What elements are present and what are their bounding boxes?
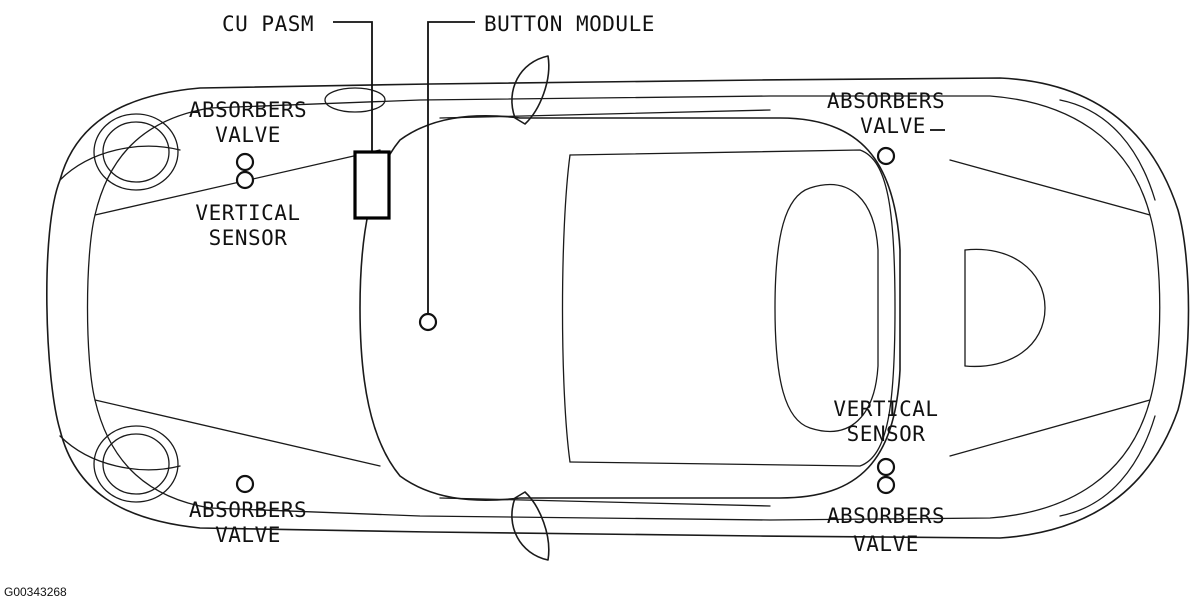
labels: CU PASM BUTTON MODULE ABSORBERS VALVE VE… xyxy=(4,12,945,599)
button-module-label: BUTTON MODULE xyxy=(484,12,655,36)
front-left-valve-label-line1: ABSORBERS xyxy=(189,98,307,122)
leader-lines xyxy=(333,21,945,314)
rear-left-valve-label-line1: ABSORBERS xyxy=(189,498,307,522)
rear-right-sensor-label-line2: SENSOR xyxy=(847,422,926,446)
front-right-valve-label-line2: VALVE xyxy=(860,114,926,138)
rear-right-valve-label-line2: VALVE xyxy=(853,532,919,556)
car-body-outline xyxy=(46,77,1190,539)
front-left-valve-label-line2: VALVE xyxy=(215,123,281,147)
rear-right-absorber-valve-marker xyxy=(876,475,896,495)
front-left-sensor-label-line1: VERTICAL xyxy=(195,201,300,225)
button-module-marker xyxy=(418,312,438,332)
mirror-right xyxy=(511,491,550,561)
components xyxy=(235,146,896,495)
headlight-left xyxy=(93,113,179,191)
cu-pasm-label: CU PASM xyxy=(222,12,314,36)
headlight-right xyxy=(93,425,179,503)
rear-right-sensor-label-line1: VERTICAL xyxy=(833,397,938,421)
cu-pasm-unit xyxy=(353,150,391,220)
mirror-left xyxy=(511,55,550,125)
front-left-absorber-valve-marker xyxy=(235,152,255,172)
rear-left-valve-label-line2: VALVE xyxy=(215,523,281,547)
front-right-absorber-valve-marker xyxy=(876,146,896,166)
figure-id: G00343268 xyxy=(4,585,67,599)
rear-right-valve-label-line1: ABSORBERS xyxy=(827,504,945,528)
front-right-valve-label-line1: ABSORBERS xyxy=(827,89,945,113)
front-left-sensor-label-line2: SENSOR xyxy=(209,226,288,250)
rear-left-absorber-valve-marker xyxy=(235,474,255,494)
front-left-vertical-sensor-marker xyxy=(235,170,255,190)
side-mirrors xyxy=(511,55,550,561)
headlights xyxy=(93,87,386,503)
cabin xyxy=(359,109,901,507)
button-module-leader xyxy=(427,21,475,314)
cu-pasm-leader xyxy=(333,21,373,152)
rear-right-vertical-sensor-marker xyxy=(876,457,896,477)
